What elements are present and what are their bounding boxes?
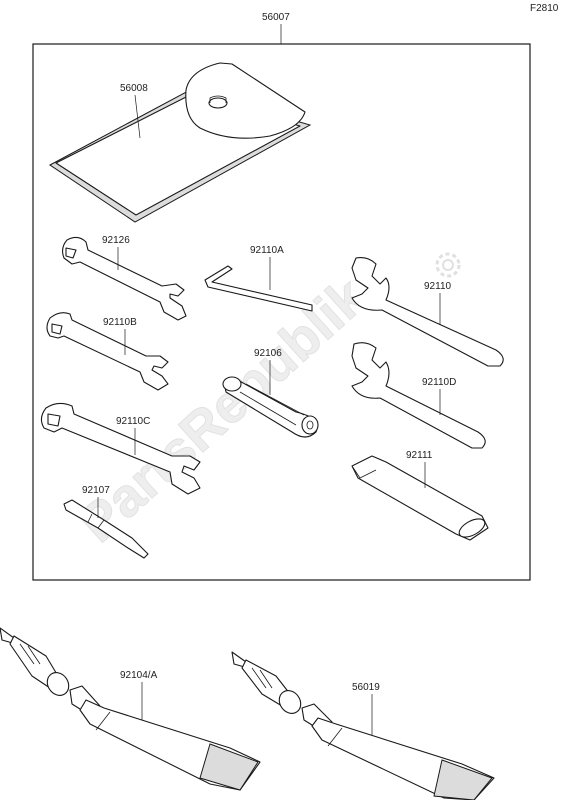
label-92126: 92126 — [102, 235, 130, 246]
label-92107: 92107 — [82, 485, 110, 496]
label-92104a: 92104/A — [120, 670, 158, 681]
tube-56019 — [231, 651, 495, 800]
tube-92104a — [0, 627, 261, 791]
label-92110c: 92110C — [116, 416, 150, 427]
spanner-92110 — [351, 257, 504, 367]
label-92110b: 92110B — [103, 317, 137, 328]
wrench-92110c — [40, 402, 201, 495]
hex-key-92110a — [204, 265, 313, 312]
wrench-92110b — [46, 312, 169, 391]
watermark: PartsRepublik — [67, 265, 379, 554]
label-kit: 56007 — [262, 12, 290, 23]
svg-text:PartsRepublik: PartsRepublik — [68, 266, 379, 554]
watermark-gear-icon — [435, 252, 461, 278]
label-56019: 56019 — [352, 682, 380, 693]
label-92110a: 92110A — [250, 245, 284, 256]
label-92111: 92111 — [406, 450, 433, 461]
plug-tool-92106 — [222, 376, 319, 438]
label-92110d: 92110D — [422, 377, 456, 388]
figure-code: F2810 — [530, 3, 559, 14]
leader-pouch — [134, 94, 141, 139]
label-92110: 92110 — [424, 281, 452, 292]
spanner-92110d — [351, 342, 486, 449]
label-pouch: 56008 — [120, 83, 148, 94]
kit-frame — [32, 43, 531, 581]
screwdriver-92107 — [63, 499, 149, 559]
wrench-92126 — [61, 236, 187, 321]
handle-92111 — [351, 455, 489, 541]
tool-pouch — [49, 62, 312, 223]
label-92106: 92106 — [254, 348, 282, 359]
